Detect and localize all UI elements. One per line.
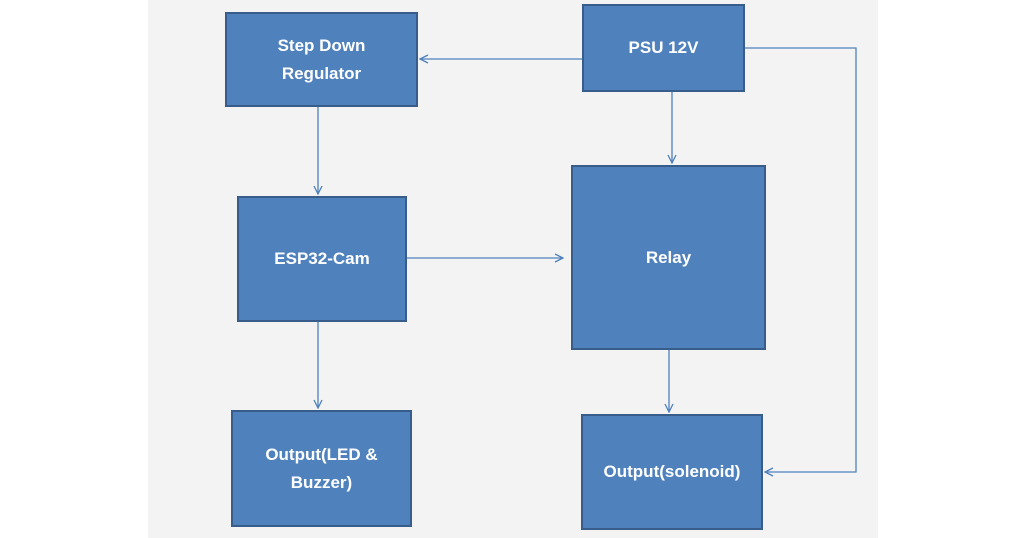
connector-psu-to-solenoid [745, 47, 857, 472]
step-down-regulator-block: Step Down Regulator [225, 12, 418, 107]
output-led-buzzer-block: Output(LED & Buzzer) [231, 410, 412, 527]
psu-block: PSU 12V [582, 4, 745, 92]
relay-block: Relay [571, 165, 766, 350]
esp32-cam-block: ESP32-Cam [237, 196, 407, 322]
output-solenoid-block: Output(solenoid) [581, 414, 763, 530]
